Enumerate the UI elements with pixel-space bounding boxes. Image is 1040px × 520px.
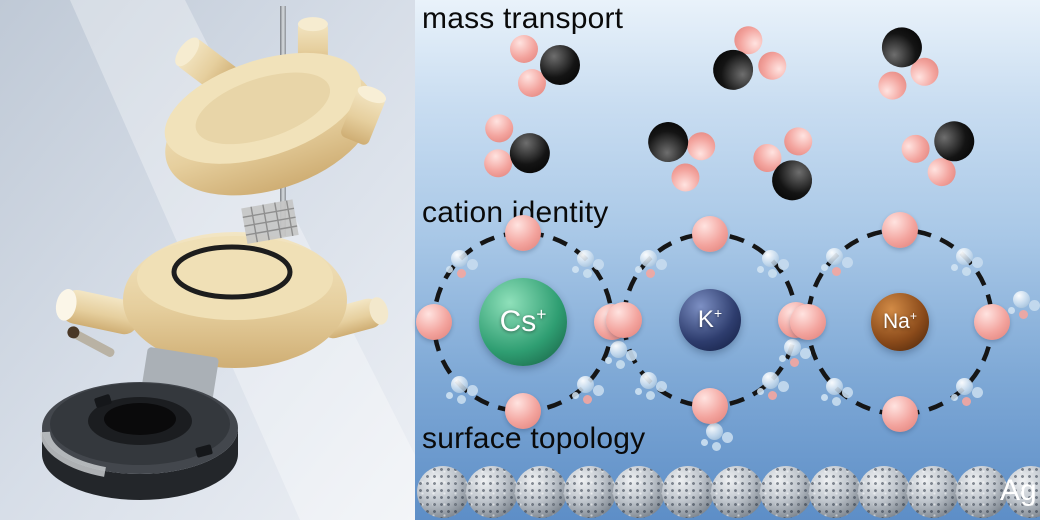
cell-body [55,199,389,368]
oxygen-atom [896,129,936,169]
co2-molecule [866,16,944,102]
cation-label: Cs+ [499,304,547,338]
carbon-atom [505,128,555,178]
co2-molecule [694,15,793,110]
carbon-atom [540,45,580,85]
ag-nanoparticle [662,466,714,518]
oxygen-atom [781,124,816,159]
mesh-electrode [241,199,299,244]
ag-nanoparticle [956,466,1008,518]
o-ring [171,244,293,300]
cell-top-cap [164,17,387,196]
water-cluster [640,250,657,267]
ag-label: Ag [1000,474,1037,507]
co2-molecule [473,109,563,192]
water-sphere [882,396,918,432]
ag-nanoparticle [711,466,763,518]
water-cluster [640,372,657,389]
ag-nanoparticle [613,466,665,518]
oxygen-atom [876,69,909,102]
ag-nanoparticle [515,466,567,518]
cation-k-sphere: K+ [679,289,741,351]
ag-nanoparticle [907,466,959,518]
water-cluster [577,250,594,267]
oxygen-atom [665,157,706,198]
electrochemical-cell-render [0,0,415,520]
water-cluster [762,372,779,389]
water-sphere [505,215,541,251]
schematic-panel: mass transport cation identity [415,0,1040,520]
cation-label: K+ [697,305,723,333]
water-cluster [451,376,468,393]
ag-nanoparticle [417,466,469,518]
co2-molecule [628,99,729,198]
ag-nanoparticle [1005,466,1040,518]
cation-cs-sphere: Cs+ [479,278,567,366]
water-sphere [790,304,826,340]
water-cluster [826,248,843,265]
water-cluster [826,378,843,395]
oxygen-atom [510,35,538,63]
carbon-atom [639,113,697,171]
ag-nanoparticle [466,466,518,518]
body-port-left [55,289,140,335]
silver-surface [417,466,1040,518]
water-sphere [606,302,642,338]
cap-port [341,85,387,145]
water-sphere [692,216,728,252]
ag-nanoparticle [564,466,616,518]
reference-electrode [67,326,115,357]
water-cluster [762,250,779,267]
cation-na-sphere: Na+ [871,293,929,351]
water-sphere [692,388,728,424]
cell-base [40,347,238,500]
water-cluster [610,341,627,358]
apparatus-panel [0,0,415,520]
oxygen-atom [753,46,792,85]
cation-label: Na+ [883,309,917,333]
water-cluster [956,248,973,265]
co2-molecule [510,33,586,99]
ag-nanoparticle [760,466,812,518]
oxygen-atom [482,111,517,146]
water-cluster [451,250,468,267]
mass-transport-heading: mass transport [422,2,624,35]
water-cluster [956,378,973,395]
water-cluster [706,423,723,440]
water-sphere [882,212,918,248]
co2-molecule [746,124,829,214]
ag-nanoparticle [858,466,910,518]
water-sphere [416,304,452,340]
water-cluster [1013,291,1030,308]
base-highlight [40,431,106,477]
water-cluster [577,376,594,393]
surface-topology-heading: surface topology [422,422,646,455]
ag-nanoparticle [809,466,861,518]
water-sphere [505,393,541,429]
co2-molecule [895,100,995,198]
water-cluster [784,339,801,356]
water-sphere [974,304,1010,340]
